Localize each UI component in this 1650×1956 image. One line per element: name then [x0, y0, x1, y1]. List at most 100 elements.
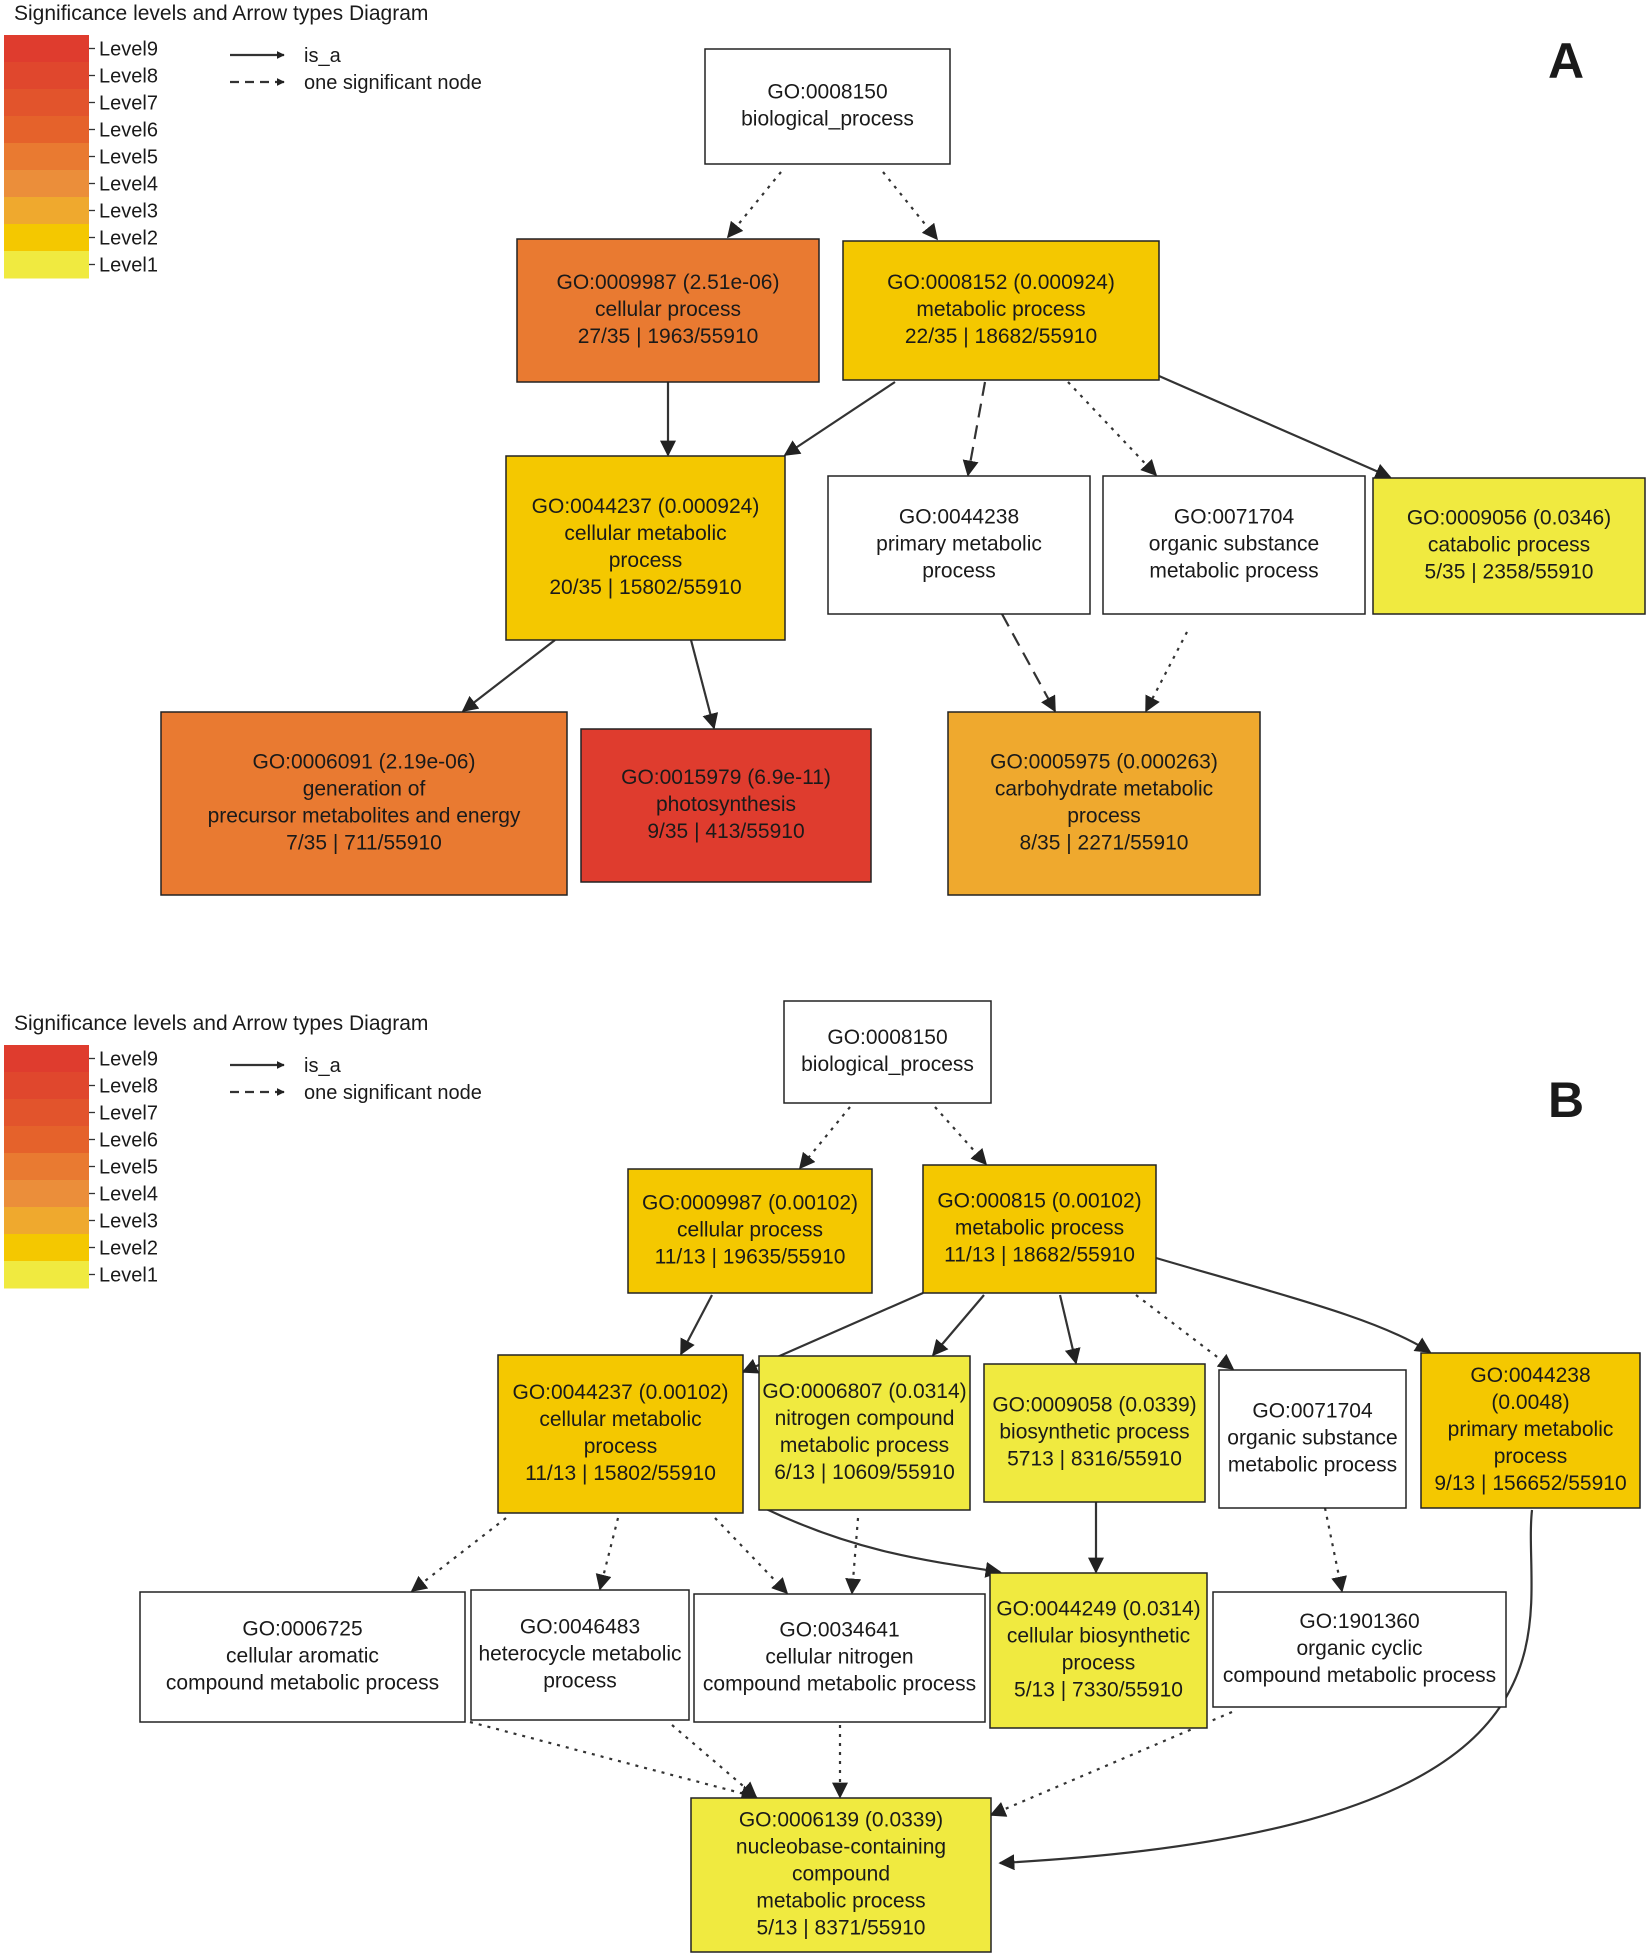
go-node-a-cell[interactable]: GO:0009987 (2.51e-06) cellular process 27/… — [516, 238, 820, 383]
node-text-line: metabolic process — [916, 298, 1085, 321]
node-text-line: GO:0006091 (2.19e-06) — [253, 751, 476, 774]
go-node-b-bio[interactable]: GO:0009058 (0.0339)biosynthetic process5… — [983, 1363, 1206, 1503]
node-text-line: photosynthesis — [656, 793, 796, 816]
level-swatch — [4, 224, 89, 252]
level-label: Level3 — [99, 201, 158, 223]
node-box — [470, 1589, 690, 1721]
edge-b-ncm-to-b-cnc — [845, 1517, 862, 1595]
node-box — [627, 1168, 873, 1294]
level-swatch — [4, 1126, 89, 1154]
node-box — [693, 1593, 986, 1723]
edge-a-root-to-a-meta — [882, 171, 939, 241]
edge-b-cell-to-b-cmp — [680, 1294, 713, 1356]
node-box — [758, 1355, 971, 1511]
node-text-line: cellular process — [595, 298, 741, 321]
node-text-line: GO:0009987 (2.51e-06) — [557, 271, 780, 294]
node-text-line: 6/13 | 10609/55910 — [774, 1461, 955, 1484]
node-text-line: 22/35 | 18682/55910 — [905, 325, 1097, 348]
edge-a-meta-to-a-osm — [1067, 381, 1158, 477]
edge-a-cmp-to-a-gen — [461, 639, 556, 712]
level-label: Level5 — [99, 147, 158, 169]
node-text-line: compound metabolic process — [1223, 1664, 1496, 1687]
level-label: Level4 — [99, 174, 158, 196]
go-node-b-pmp[interactable]: GO:0044238(0.0048)primary metabolicproce… — [1420, 1352, 1641, 1509]
node-text-line: biological_process — [741, 108, 914, 131]
node-text-line: 8/35 | 2271/55910 — [1020, 832, 1189, 855]
node-text-line: metabolic process — [1228, 1454, 1397, 1477]
level-swatch — [4, 116, 89, 144]
go-node-a-pho[interactable]: GO:0015979 (6.9e-11) photosynthesis 9/35 |… — [580, 728, 872, 883]
go-node-a-car[interactable]: GO:0005975 (0.000263)carbohydrate metabo… — [947, 711, 1261, 896]
node-text-line: generation of — [303, 778, 426, 801]
level-swatch — [4, 1261, 89, 1289]
level-label: Level1 — [99, 1265, 158, 1287]
node-text-line: metabolic process — [1149, 560, 1318, 583]
node-text-line: GO:0006725 — [242, 1618, 362, 1641]
node-box — [922, 1164, 1157, 1294]
level-color-scale: Level9Level8Level7Level6Level5Level4Leve… — [4, 1045, 158, 1289]
node-text-line: GO:0044238 — [899, 506, 1019, 529]
go-node-a-meta[interactable]: GO:0008152 (0.000924)metabolic process22… — [842, 240, 1160, 381]
level-label: Level3 — [99, 1211, 158, 1233]
node-text-line: compound metabolic process — [703, 1673, 976, 1696]
legend-panel-a: Significance levels and Arrow types Diag… — [4, 2, 482, 279]
node-text-line: 27/35 | 1963/55910 — [578, 325, 759, 348]
edge-a-meta-to-a-cat — [1158, 374, 1392, 479]
legend-panel-b: Significance levels and Arrow types Diag… — [4, 1012, 482, 1289]
level-label: Level4 — [99, 1184, 158, 1206]
edge-a-osm-to-a-car — [1145, 631, 1188, 713]
go-node-b-ncm[interactable]: GO:0006807 (0.0314)nitrogen compoundmeta… — [758, 1355, 971, 1511]
edge-b-cmp-to-b-cac — [410, 1517, 507, 1592]
node-text-line: process — [1062, 1652, 1136, 1675]
node-box — [983, 1363, 1206, 1503]
go-node-a-cat[interactable]: GO:0009056 (0.0346)catabolic process5/35… — [1372, 477, 1646, 615]
go-node-b-cell[interactable]: GO:0009987 (0.00102)cellular process11/1… — [627, 1168, 873, 1294]
node-text-line: 20/35 | 15802/55910 — [549, 576, 741, 599]
node-text-line: 9/13 | 156652/55910 — [1434, 1472, 1626, 1495]
node-text-line: GO:0009987 (0.00102) — [642, 1192, 858, 1215]
node-box — [497, 1354, 744, 1514]
node-text-line: 11/13 | 18682/55910 — [944, 1244, 1135, 1267]
go-node-a-gen[interactable]: GO:0006091 (2.19e-06)generation ofprecur… — [160, 711, 568, 896]
node-text-line: cellular biosynthetic — [1007, 1625, 1190, 1648]
node-box — [783, 1000, 992, 1104]
node-text-line: metabolic process — [756, 1890, 925, 1913]
node-text-line: GO:000815 (0.00102) — [937, 1190, 1141, 1213]
level-swatch — [4, 62, 89, 90]
node-text-line: primary metabolic — [1448, 1418, 1614, 1441]
go-node-b-nuc[interactable]: GO:0006139 (0.0339)nucleobase-containing… — [690, 1797, 992, 1953]
edge-b-meta-to-b-ncm — [931, 1294, 985, 1357]
node-text-line: heterocycle metabolic — [478, 1643, 681, 1666]
node-text-line: nucleobase-containing — [736, 1836, 946, 1859]
go-node-b-cbp[interactable]: GO:0044249 (0.0314) cellular biosynthetic… — [989, 1572, 1208, 1729]
node-text-line: metabolic process — [780, 1434, 949, 1457]
go-node-b-meta[interactable]: GO:000815 (0.00102)metabolic process11/1… — [922, 1164, 1157, 1294]
arrow-type-label: one significant node — [304, 72, 482, 94]
legend-title: Significance levels and Arrow types Diag… — [14, 2, 428, 25]
node-text-line: GO:0044249 (0.0314) — [996, 1598, 1200, 1621]
node-text-line: GO:0015979 (6.9e-11) — [621, 766, 831, 789]
node-text-line: 5/13 | 7330/55910 — [1014, 1679, 1183, 1702]
node-text-line: organic substance — [1227, 1427, 1397, 1450]
node-text-line: carbohydrate metabolic — [995, 778, 1213, 801]
level-label: Level5 — [99, 1157, 158, 1179]
node-text-line: biosynthetic process — [999, 1421, 1189, 1444]
go-node-a-cmp[interactable]: GO:0044237 (0.000924)cellular metabolicp… — [505, 455, 786, 641]
node-box — [1420, 1352, 1641, 1509]
go-node-b-cmp[interactable]: GO:0044237 (0.00102)cellular metabolicpr… — [497, 1354, 744, 1514]
node-text-line: GO:1901360 — [1299, 1610, 1419, 1633]
node-text-line: 9/35 | 413/55910 — [647, 820, 804, 843]
edge-b-root-to-b-meta — [934, 1106, 988, 1166]
level-label: Level2 — [99, 228, 158, 250]
edge-b-cac-to-b-nuc — [469, 1720, 758, 1802]
